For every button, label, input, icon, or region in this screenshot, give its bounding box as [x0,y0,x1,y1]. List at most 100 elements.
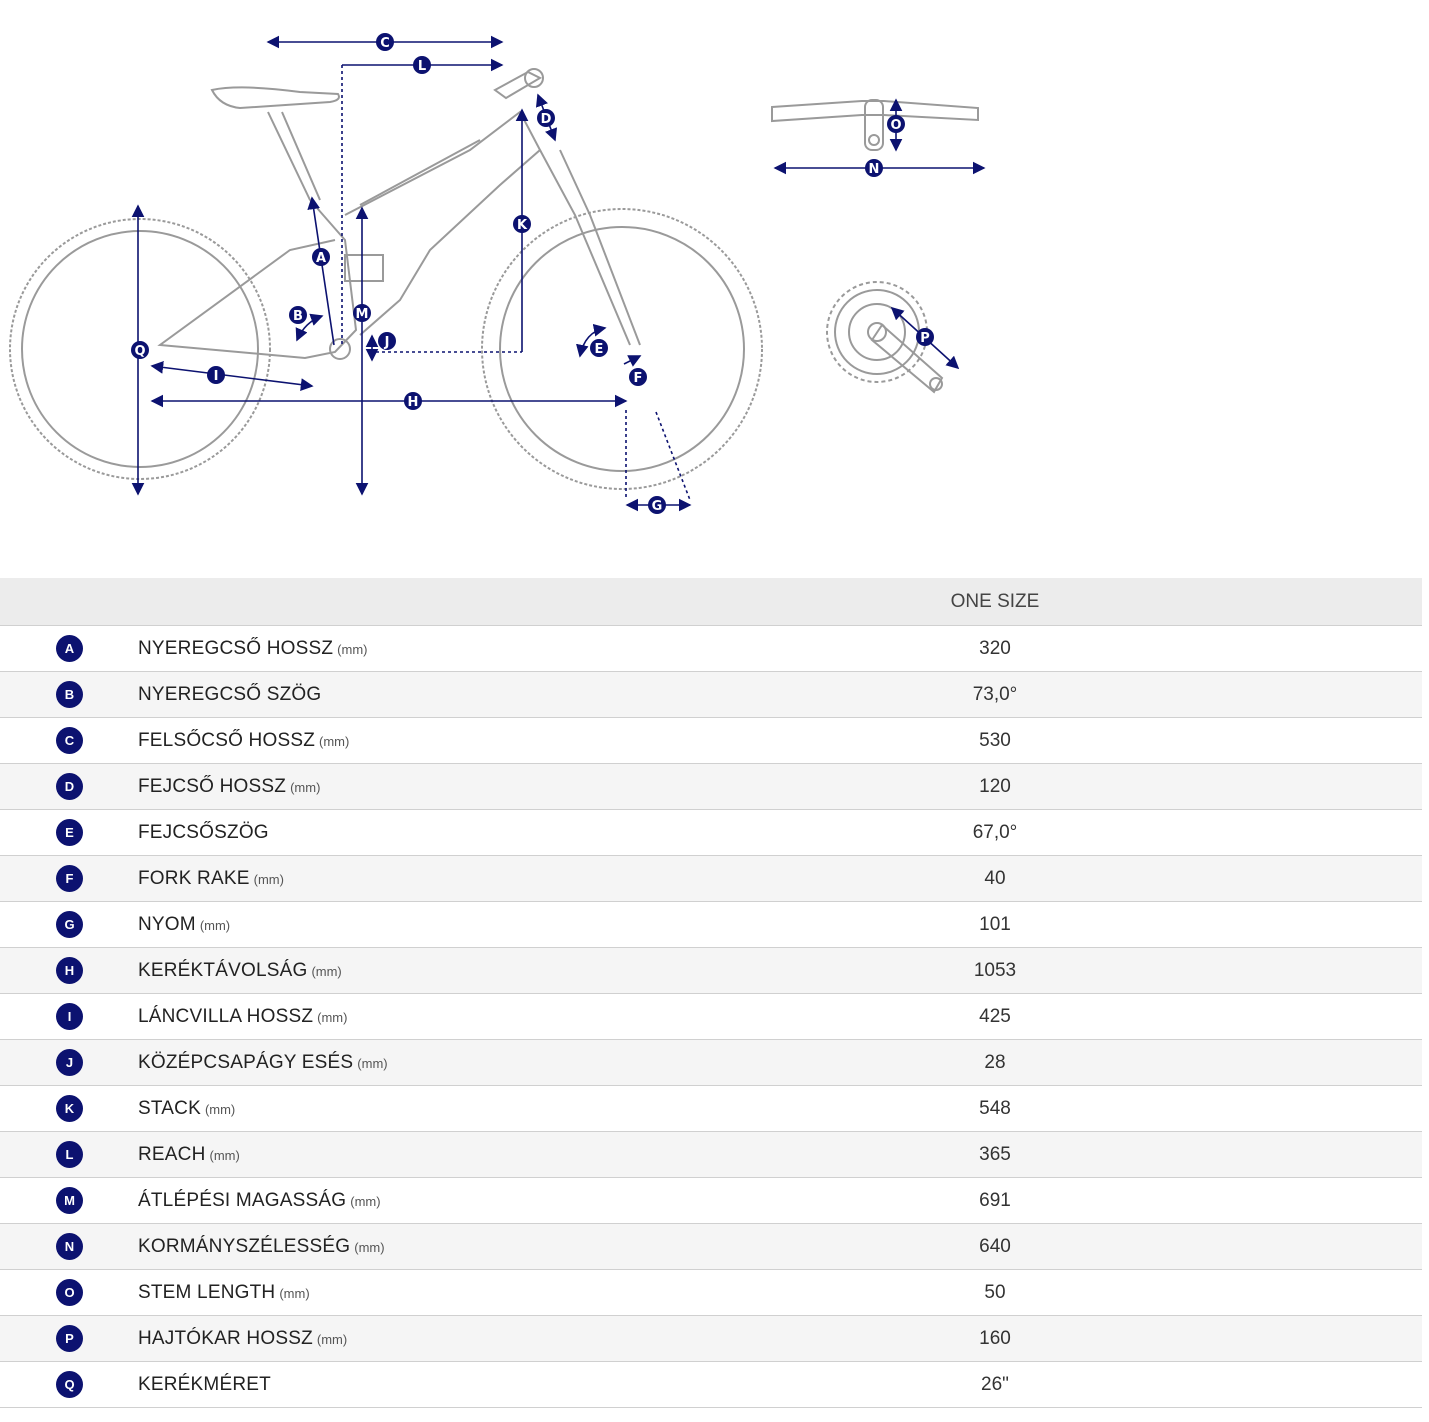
letter-cell: D [0,763,138,810]
letter-cell: N [0,1223,138,1270]
measurement-name: FORK RAKE [138,867,250,889]
letter-cell: Q [0,1361,138,1408]
measurement-unit: (mm) [350,1193,381,1209]
svg-text:H: H [408,395,419,410]
measurement-name-cell: STACK(mm) [138,1085,878,1132]
letter-cell: G [0,901,138,948]
empty-cell [1112,947,1422,994]
diagram-label-c: C [376,33,394,51]
letter-badge: P [56,1325,83,1352]
measurement-name-cell: LÁNCVILLA HOSSZ(mm) [138,993,878,1040]
letter-cell: K [0,1085,138,1132]
empty-cell [1112,1039,1422,1086]
diagram-label-q: Q [131,341,149,359]
measurement-name: REACH [138,1143,206,1165]
measurement-value: 73,0° [878,671,1112,718]
measurement-unit: (mm) [354,1239,385,1255]
measurement-name-cell: HAJTÓKAR HOSSZ(mm) [138,1315,878,1362]
letter-badge: D [56,773,83,800]
measurement-unit: (mm) [319,733,350,749]
letter-badge: M [56,1187,83,1214]
bike-geometry-diagram: C L D K A M B J Q E F I H G O N P [9,33,986,514]
measurement-name: KÖZÉPCSAPÁGY ESÉS [138,1051,354,1073]
header-empty-rest [1112,578,1422,626]
measurement-name: KERÉKTÁVOLSÁG [138,959,308,981]
letter-badge: Q [56,1371,83,1398]
measurement-name: FELSŐCSŐ HOSSZ [138,729,316,751]
empty-cell [1112,993,1422,1040]
empty-cell [1112,1177,1422,1224]
empty-cell [1112,1315,1422,1362]
svg-text:E: E [595,342,604,357]
measurement-value: 120 [878,763,1112,810]
letter-cell: A [0,625,138,672]
empty-cell [1112,625,1422,672]
measurement-name: FEJCSŐSZÖG [138,821,269,843]
letter-badge: F [56,865,83,892]
diagram-label-l: L [413,56,431,74]
diagram-label-p: P [916,328,934,346]
measurement-name-cell: NYEREGCSŐ HOSSZ(mm) [138,625,878,672]
svg-text:D: D [541,112,552,127]
svg-text:P: P [920,331,930,346]
measurement-name-cell: STEM LENGTH(mm) [138,1269,878,1316]
measurement-unit: (mm) [204,1101,236,1117]
measurement-name-cell: ÁTLÉPÉSI MAGASSÁG(mm) [138,1177,878,1224]
measurement-name-cell: KERÉKMÉRET [138,1361,878,1408]
svg-text:L: L [418,59,426,74]
svg-text:G: G [652,499,663,514]
svg-text:M: M [356,307,369,322]
measurement-name-cell: NYEREGCSŐ SZÖG [138,671,878,718]
letter-cell: B [0,671,138,718]
table-header-row: ONE SIZE [0,578,1422,626]
letter-badge: J [56,1049,83,1076]
letter-badge: B [56,681,83,708]
measurement-unit: (mm) [317,1009,348,1025]
svg-text:I: I [214,369,219,384]
letter-cell: O [0,1269,138,1316]
measurement-value: 548 [878,1085,1112,1132]
svg-text:Q: Q [134,344,145,359]
measurement-name: KORMÁNYSZÉLESSÉG [138,1235,351,1257]
svg-text:N: N [869,162,880,177]
measurement-name-cell: NYOM(mm) [138,901,878,948]
dimension-labels: C L D K A M B J Q E F I H G O N P [131,33,934,514]
letter-badge: L [56,1141,83,1168]
measurement-value: 26" [878,1361,1112,1408]
header-empty-name [138,578,878,626]
svg-text:A: A [316,251,326,266]
measurement-value: 40 [878,855,1112,902]
empty-cell [1112,717,1422,764]
measurement-unit: (mm) [316,1331,348,1347]
letter-badge: G [56,911,83,938]
measurement-value: 691 [878,1177,1112,1224]
diagram-label-n: N [865,159,883,177]
letter-cell: I [0,993,138,1040]
empty-cell [1112,901,1422,948]
empty-cell [1112,1131,1422,1178]
diagram-label-g: G [648,496,666,514]
empty-cell [1112,809,1422,856]
measurement-name: FEJCSŐ HOSSZ [138,775,287,797]
measurement-value: 67,0° [878,809,1112,856]
letter-badge: K [56,1095,83,1122]
letter-badge: A [56,635,83,662]
letter-badge: O [56,1279,83,1306]
measurement-name-cell: FORK RAKE(mm) [138,855,878,902]
table-row: K STACK(mm)548 [0,1085,1422,1132]
measurement-name: LÁNCVILLA HOSSZ [138,1005,314,1027]
diagram-label-i: I [207,366,225,384]
measurement-name: HAJTÓKAR HOSSZ [138,1327,313,1349]
letter-badge: I [56,1003,83,1030]
dimension-lines [131,35,986,512]
measurement-name: STEM LENGTH [138,1281,276,1303]
letter-cell: C [0,717,138,764]
measurement-unit: (mm) [253,871,284,887]
letter-cell: P [0,1315,138,1362]
measurement-unit: (mm) [311,963,342,979]
